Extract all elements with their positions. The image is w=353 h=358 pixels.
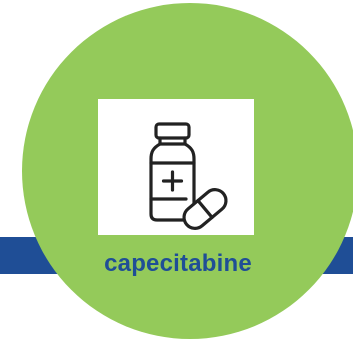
medicine-bottle-and-capsule-icon [149, 122, 228, 230]
icon-panel [98, 99, 254, 235]
drug-name-label: capecitabine [104, 250, 252, 277]
